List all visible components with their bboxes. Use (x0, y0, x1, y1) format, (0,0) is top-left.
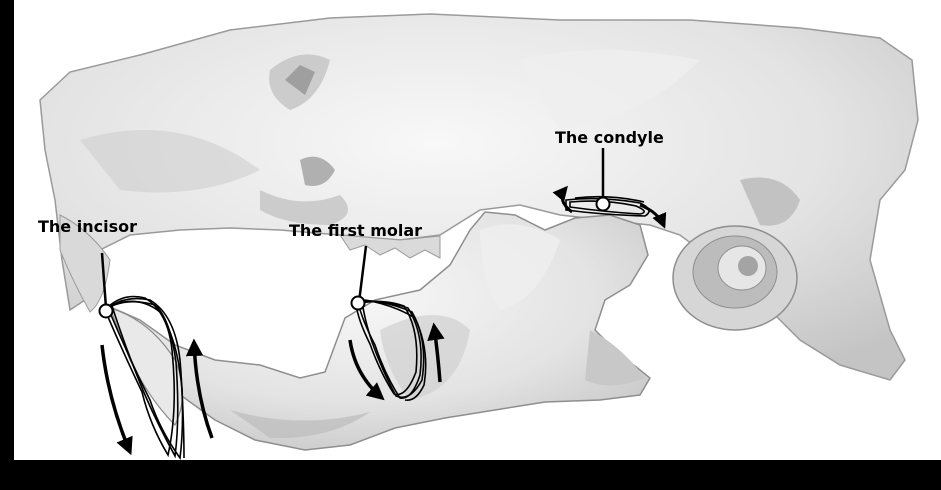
first-molar-label: The first molar (289, 221, 422, 240)
condyle-reference-point-marker (597, 198, 610, 211)
frame-left-bar (0, 0, 14, 490)
first-molar-leader-line (359, 246, 366, 302)
incisor-down-arrow-icon (102, 345, 130, 452)
angular-process (585, 330, 645, 386)
first-molar-reference-point-marker (352, 297, 365, 310)
condyle-label: The condyle (555, 128, 664, 147)
frame-bottom-bar (0, 460, 941, 490)
incisor-label: The incisor (38, 217, 137, 236)
auditory-bulla (673, 226, 797, 330)
incisor-reference-point-marker (100, 305, 113, 318)
